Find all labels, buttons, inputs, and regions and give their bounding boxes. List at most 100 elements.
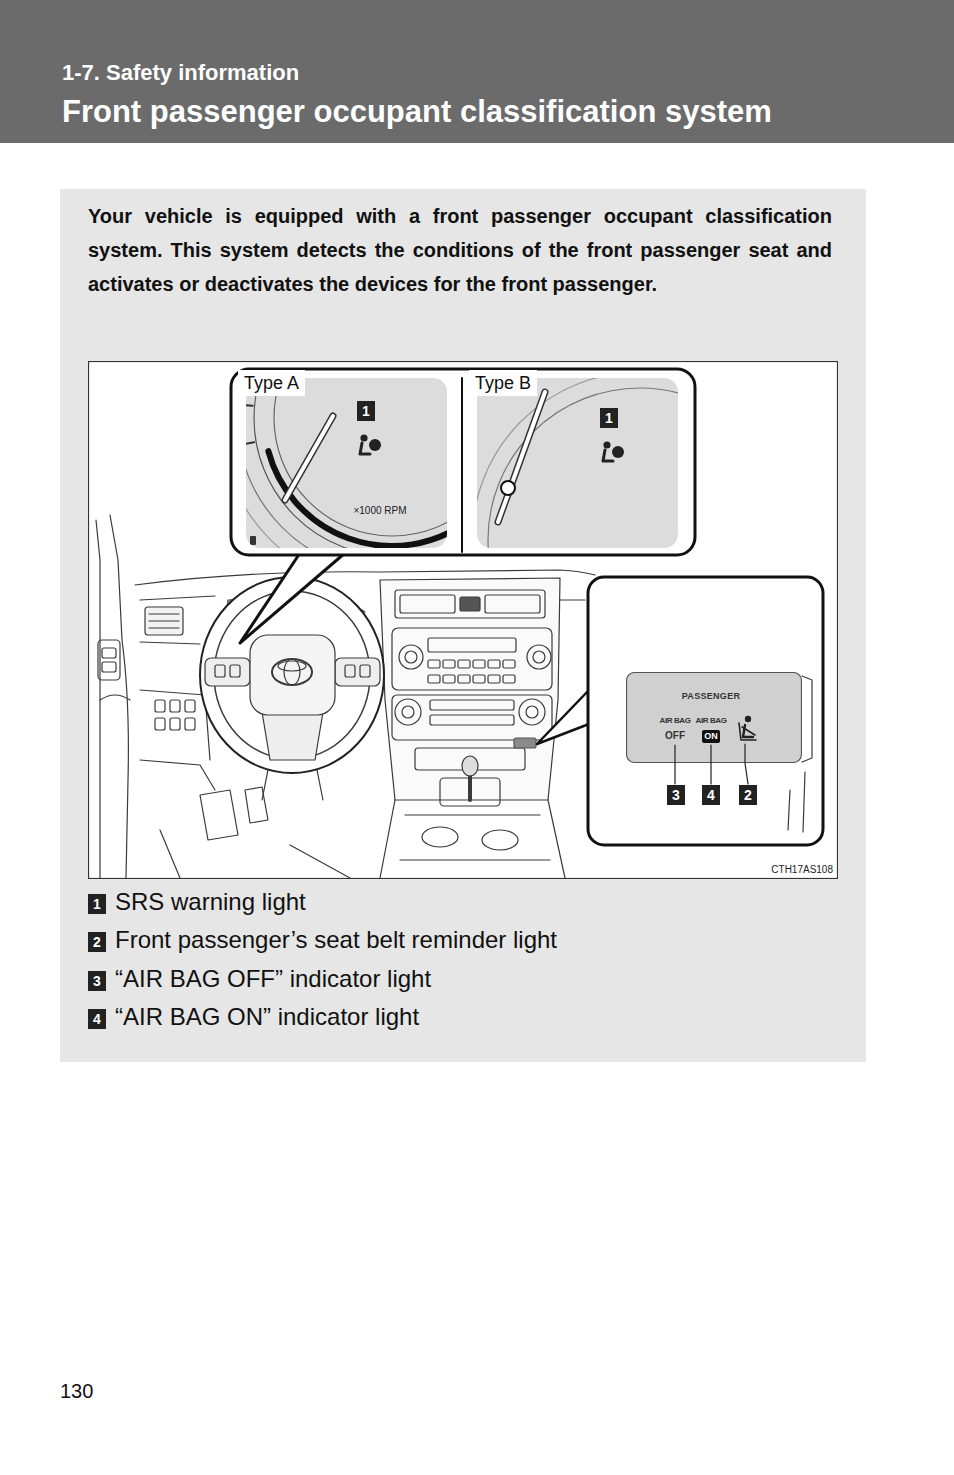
page-number: 130 (60, 1380, 93, 1402)
needle (498, 392, 545, 522)
page-title: Front passenger occupant classification … (62, 95, 772, 129)
cup-holder (482, 830, 518, 850)
vent (400, 595, 455, 613)
meter-illustration (477, 378, 678, 548)
vent-slat (149, 620, 179, 621)
meter-inset: Type B (477, 378, 678, 548)
srs-airbag (369, 439, 381, 451)
legend-item: “AIR BAG OFF” indicator light (115, 965, 431, 993)
indicator-lamp: ON (702, 730, 720, 743)
knob (526, 706, 538, 718)
fuel-icon (250, 536, 256, 545)
leader-line (675, 763, 748, 784)
switch-button (155, 700, 165, 712)
meter-ring (274, 378, 447, 536)
callout-number: 4 (702, 785, 720, 805)
knob (395, 699, 421, 725)
type-heading: Type A (238, 370, 305, 396)
srs-airbag (612, 446, 624, 458)
callout-number: 4 (88, 1009, 106, 1029)
air-vent (145, 607, 183, 635)
center-stack (380, 578, 560, 800)
display (428, 638, 516, 652)
wheel-hub (250, 635, 335, 715)
callout-bubble (588, 577, 823, 845)
callout-number: 2 (88, 932, 106, 952)
knob (405, 651, 417, 663)
panel-border (627, 673, 802, 763)
knob (402, 706, 414, 718)
callout-number: 1 (88, 894, 106, 914)
dash-line (140, 690, 210, 760)
tick (246, 442, 254, 444)
pedal (245, 787, 268, 823)
center-vents (395, 590, 545, 618)
wheel-button (230, 665, 240, 677)
callout-number: 3 (667, 785, 685, 805)
switch-button (170, 700, 180, 712)
button (503, 660, 515, 668)
wheel-button (360, 665, 370, 677)
figure-code: CTH17AS108 (771, 864, 833, 876)
door-edge (110, 515, 128, 878)
vent-slat (149, 627, 179, 628)
frame-border (89, 362, 838, 879)
emblem (284, 659, 300, 685)
belt-seat (739, 723, 756, 740)
emblem (278, 661, 306, 671)
type-heading: Type B (469, 370, 537, 396)
dash-line (788, 772, 805, 832)
switch-button (170, 718, 180, 730)
switch-button (155, 718, 165, 730)
meter-type-b (477, 378, 678, 548)
door-edge (96, 520, 100, 878)
redline-arc (268, 451, 447, 546)
needle (285, 416, 333, 500)
button-row (430, 700, 514, 710)
cup-holder (422, 827, 458, 847)
indicator-highlight (514, 738, 536, 748)
leader-line (675, 744, 745, 763)
figure-frame: CTH17AS108Type AType BPASSENGERON (88, 361, 838, 879)
belt-strap (742, 727, 755, 735)
knob (533, 651, 545, 663)
callout-number: 1 (357, 401, 375, 421)
vent (485, 595, 540, 613)
meter-ring (488, 388, 678, 548)
srs-head (603, 441, 610, 448)
button-row (430, 715, 514, 725)
lamp-text: ON (702, 730, 720, 743)
meter-ring (477, 378, 678, 548)
door-handle (100, 695, 130, 700)
button (488, 675, 500, 683)
wheel-button (345, 665, 355, 677)
wheel-spoke (335, 658, 380, 686)
needle (285, 416, 333, 500)
emblem (272, 659, 312, 685)
meter-inset: Type A (246, 378, 447, 548)
pedal (200, 790, 238, 840)
scale-text: ×1000 RPM (353, 505, 406, 517)
wheel-rim (200, 577, 384, 773)
button (428, 660, 440, 668)
button (458, 675, 470, 683)
wheel-button (215, 665, 225, 677)
knob (527, 645, 551, 669)
tick (246, 405, 253, 406)
indicator-text: AIR BAG (696, 716, 727, 725)
hazard-switch (460, 597, 480, 611)
button (443, 675, 455, 683)
button (458, 660, 470, 668)
intro-text: Your vehicle is equipped with a front pa… (88, 199, 832, 301)
belt-head (745, 716, 751, 722)
button (473, 675, 485, 683)
console (380, 800, 565, 878)
console (400, 815, 550, 860)
indicator-text: AIR BAG (660, 716, 691, 725)
window-switch (102, 662, 116, 672)
meter-ring (246, 378, 447, 548)
srs-body (360, 443, 370, 454)
switch-button (185, 718, 195, 730)
dash-line (140, 642, 200, 644)
